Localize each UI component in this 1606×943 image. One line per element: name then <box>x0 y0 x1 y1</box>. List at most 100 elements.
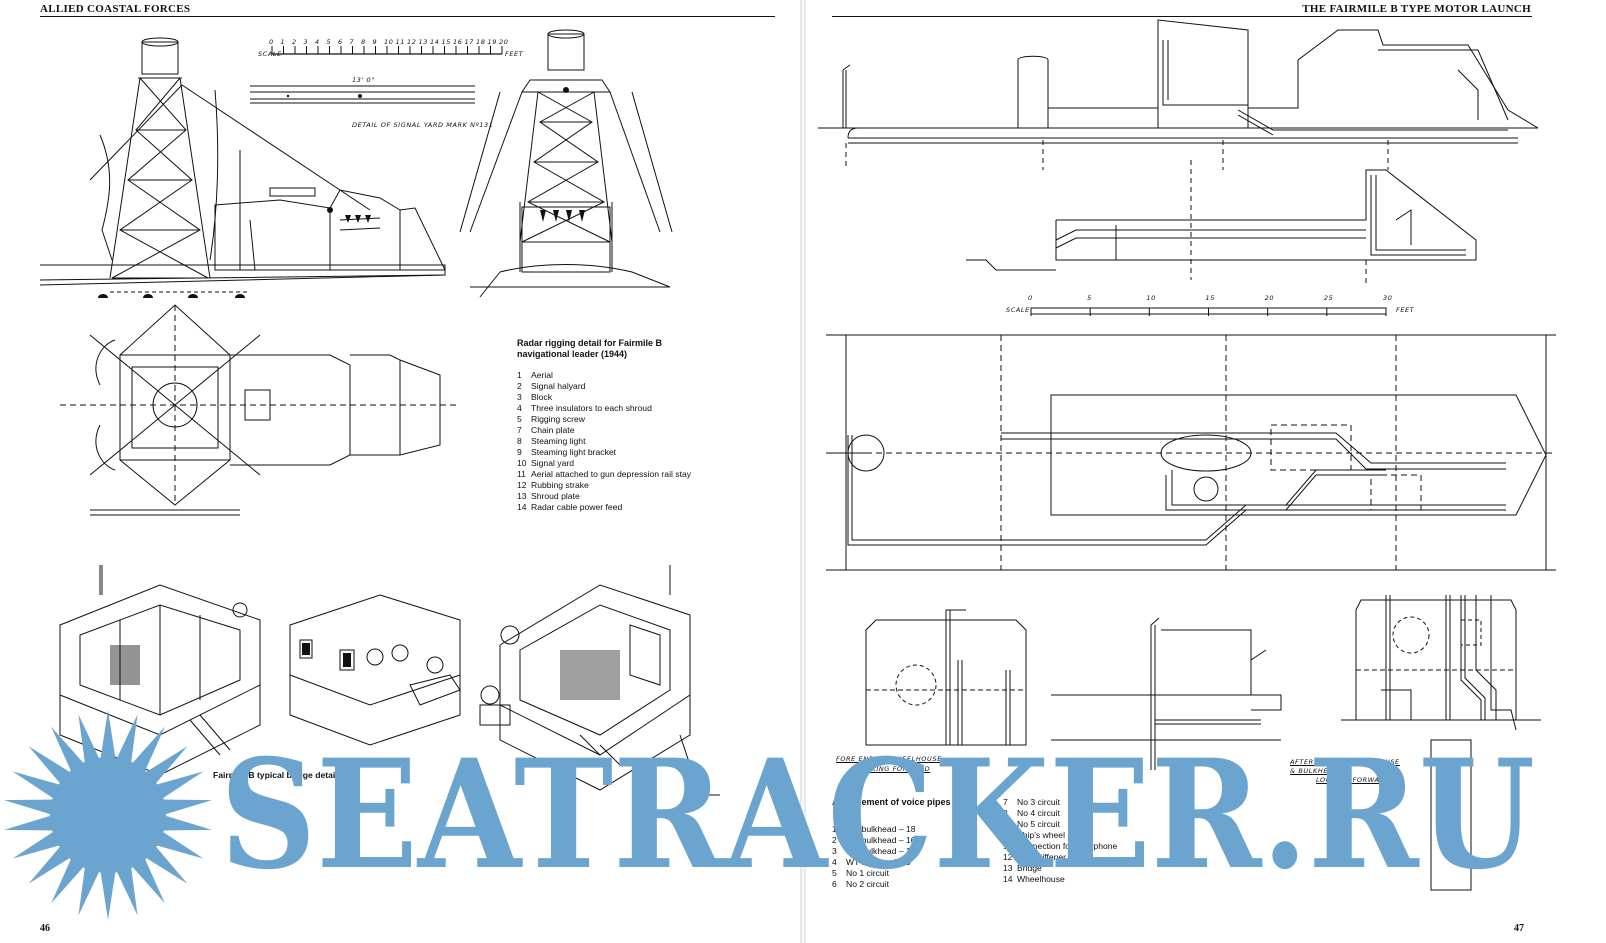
book-gutter <box>800 0 806 943</box>
scale-tick-label: 13 <box>418 38 428 46</box>
caption-item: 7 No 3 circuit <box>1003 797 1117 808</box>
caption-item-number: 5 <box>517 414 522 424</box>
yard-dimension: 13' 0" <box>352 76 375 84</box>
right-scale-label: SCALE <box>1006 306 1030 314</box>
caption-item: 1 Aerial <box>517 370 692 381</box>
watermark-text: SEATRACKER.RU <box>220 735 1535 885</box>
right-header-rule <box>832 16 1532 17</box>
scale-tick-label: 15 <box>1205 294 1215 302</box>
scale-tick-label: 18 <box>476 38 486 46</box>
scale-tick-label: 11 <box>395 38 405 46</box>
caption-item: 5 Rigging screw <box>517 414 692 425</box>
caption-item-number: 11 <box>1003 841 1012 851</box>
caption-item-number: 13 <box>517 491 527 501</box>
scale-tick-label: 3 <box>303 38 309 46</box>
scale-tick-label: 25 <box>1323 294 1334 302</box>
caption-item-number: 12 <box>517 480 527 490</box>
scale-tick-label: 30 <box>1383 294 1393 302</box>
caption-item-number: 1 <box>517 370 522 380</box>
watermark-overlay: SEATRACKER.RU <box>220 735 1535 885</box>
after-view-label-line3: LOOKING FORWARD <box>1316 776 1391 784</box>
caption-item-number: 4 <box>832 857 837 867</box>
after-view-label-line2: & BULKHEAD <box>1290 767 1339 775</box>
caption-item-number: 7 <box>1003 797 1008 807</box>
voice-pipe-upper-deck-view <box>966 160 1526 290</box>
right-scale-bar <box>1031 306 1391 320</box>
caption-item-label: Chain plate <box>531 425 575 435</box>
caption-item-label: No 3 circuit <box>1017 797 1060 807</box>
caption-item-label: Three insulators to each shroud <box>531 403 652 413</box>
caption-item-label: Rigging screw <box>531 414 585 424</box>
scale-tick-label: 5 <box>326 38 332 46</box>
caption-item-number: 12 <box>1003 852 1013 862</box>
radar-mast-plan-view <box>60 305 460 525</box>
right-scale-feet: FEET <box>1396 306 1415 314</box>
caption-item-label: Radar cable power feed <box>531 502 623 512</box>
left-page-number: 46 <box>40 923 50 934</box>
sunburst-disk <box>50 757 166 873</box>
caption-item: 14 Radar cable power feed <box>517 502 692 513</box>
caption-item-number: 7 <box>517 425 522 435</box>
after-view-label-line1: AFTER END OF WHEELHOUSE <box>1290 758 1400 766</box>
caption-item: 13 Shroud plate <box>517 491 692 502</box>
caption-item-number: 14 <box>517 502 527 512</box>
right-page-number: 47 <box>1514 923 1524 934</box>
radar-mast-side-elevation <box>40 30 460 298</box>
caption-item-number: 13 <box>1003 863 1013 873</box>
caption-item-label: No 1 circuit <box>846 868 889 878</box>
scale-tick-label: 20 <box>499 38 509 46</box>
caption-item-label: Steaming light <box>531 436 586 446</box>
right-running-head: THE FAIRMILE B TYPE MOTOR LAUNCH <box>1302 3 1531 15</box>
scale-tick-label: 19 <box>487 38 497 46</box>
scale-tick-label: 14 <box>430 38 440 46</box>
caption-item-label: Ship's wheel <box>1017 830 1065 840</box>
caption-item-label: Connection for navyphone <box>1017 841 1118 851</box>
caption-item: 3 WT bulkhead – 12 <box>832 846 1007 857</box>
scale-tick-label: 2 <box>292 38 297 46</box>
scale-tick-label: 6 <box>338 38 343 46</box>
caption-item-number: 6 <box>832 879 837 889</box>
caption-item: 11 Connection for navyphone <box>1003 841 1117 852</box>
caption-item-label: WT bulkhead – 12 <box>846 846 916 856</box>
left-scale-feet: FEET <box>505 50 524 58</box>
caption-item-label: Shroud plate <box>531 491 580 501</box>
caption-item-number: 3 <box>517 392 522 402</box>
caption-item-number: 2 <box>517 381 522 391</box>
caption-item-number: 9 <box>1003 819 1008 829</box>
caption-item-number: 14 <box>1003 874 1013 884</box>
caption-item: 4 WT bulkhead – 9 <box>832 857 1007 868</box>
yard-detail-label: DETAIL OF SIGNAL YARD MARK Nº131 <box>352 121 494 129</box>
caption-item-label: Wheelhouse <box>1017 874 1065 884</box>
caption-item: 7 Chain plate <box>517 425 692 436</box>
caption-item-number: 10 <box>517 458 527 468</box>
caption-item-label: Aerial <box>531 370 553 380</box>
caption-item-number: 3 <box>832 846 837 856</box>
caption-item-label: Aerial attached to gun depression rail s… <box>531 469 692 479</box>
scale-tick-label: 10 <box>1146 294 1156 302</box>
caption-item-label: WT bulkhead – 9 <box>846 857 911 867</box>
scale-tick-label: 1 <box>280 38 286 46</box>
scale-tick-label: 20 <box>1264 294 1275 302</box>
scale-tick-label: 8 <box>361 38 366 46</box>
scale-tick-label: 12 <box>407 38 417 46</box>
voice-pipe-plan-view <box>826 335 1556 575</box>
left-scale-label: SCALE <box>258 50 282 58</box>
scale-tick-label: 9 <box>372 38 378 46</box>
left-running-head: ALLIED COASTAL FORCES <box>40 3 191 15</box>
sunburst-logo-icon <box>4 710 212 920</box>
